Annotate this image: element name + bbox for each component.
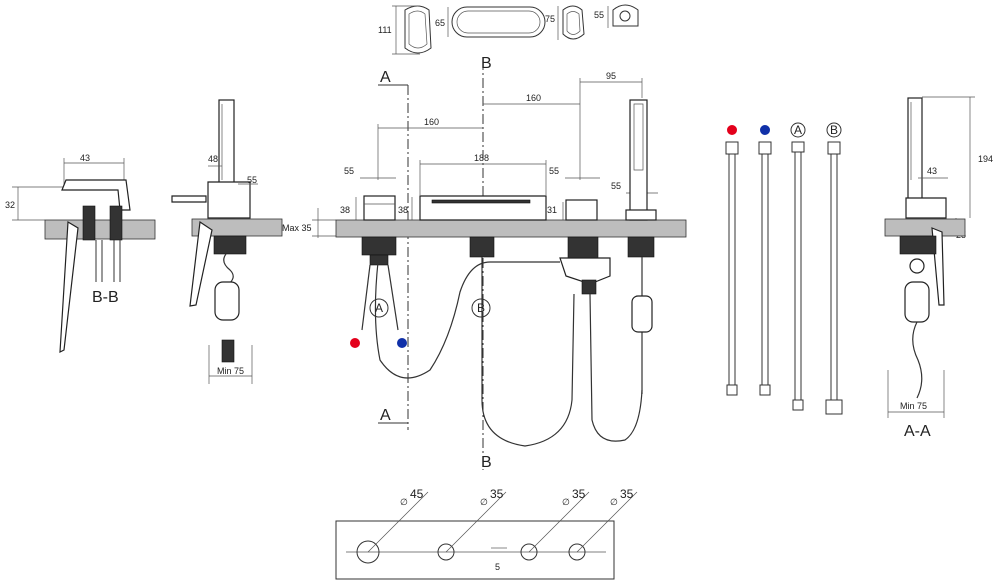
dim-55-top: 55: [594, 10, 604, 20]
hose-label-b: B: [830, 123, 838, 137]
dim-31: 31: [547, 205, 557, 215]
dim-55-hs: 55: [247, 175, 257, 185]
section-b-b-view: 43 32 B-B: [5, 153, 156, 354]
dim-38-left: 38: [340, 205, 350, 215]
dim-55-diverter: 55: [549, 166, 559, 176]
phi-symbol-3: ∅: [562, 497, 570, 507]
dim-48: 48: [208, 154, 218, 164]
dim-111: 111: [378, 25, 392, 35]
section-a-a-view: 194 43 25 Min 75 A-A: [884, 96, 993, 440]
dim-phi35-1: 35: [490, 487, 504, 501]
dim-194: 194: [978, 154, 993, 164]
hot-dot: [727, 125, 737, 135]
section-mark-b-top: B: [481, 55, 492, 72]
spout-top-view: 65: [435, 6, 546, 38]
supply-hoses-view: A B: [725, 122, 843, 415]
phi-symbol-1: ∅: [400, 497, 408, 507]
dim-43-bb: 43: [80, 153, 90, 163]
cold-dot: [760, 125, 770, 135]
dim-min75-right: Min 75: [900, 401, 927, 411]
section-mark-b-bottom: B: [481, 454, 492, 471]
dim-5: 5: [495, 562, 500, 572]
hand-shower-holder-view: 55: [594, 4, 639, 28]
dim-55-shower: 55: [611, 181, 621, 191]
hand-shower-side-view: 48 55 Min 75: [171, 99, 283, 384]
dim-55-left-tap: 55: [344, 166, 354, 176]
diverter-handle-view: 75: [545, 5, 585, 40]
phi-symbol-2: ∅: [480, 497, 488, 507]
dim-phi35-3: 35: [620, 487, 634, 501]
dim-phi35-2: 35: [572, 487, 586, 501]
dim-min75-left: Min 75: [217, 366, 244, 376]
section-mark-a-bottom: A: [380, 407, 391, 424]
dim-95: 95: [606, 71, 616, 81]
dim-65: 65: [435, 18, 445, 28]
section-mark-a-top: A: [380, 69, 391, 86]
dim-160-left: 160: [424, 117, 439, 127]
balloon-a: A: [375, 301, 383, 315]
dim-75: 75: [545, 14, 555, 24]
section-label-bb: B-B: [92, 289, 119, 306]
drilling-template-view: ∅ 45 ∅ 35 ∅ 35 ∅ 35 5: [335, 487, 638, 580]
dim-32: 32: [5, 200, 15, 210]
dim-160-right: 160: [526, 93, 541, 103]
main-front-view: A A B B 95 160 160 188 55 55 55 38: [282, 55, 687, 471]
section-label-aa: A-A: [904, 423, 931, 440]
cold-dot-main: [397, 338, 407, 348]
dim-phi45: 45: [410, 487, 424, 501]
dim-43-aa: 43: [927, 166, 937, 176]
dim-38-center: 38: [398, 205, 408, 215]
balloon-b: B: [477, 301, 485, 315]
handle-profile-view: 111: [378, 5, 432, 55]
hot-dot-main: [350, 338, 360, 348]
hose-label-a: A: [794, 123, 802, 137]
dim-188: 188: [474, 153, 489, 163]
phi-symbol-4: ∅: [610, 497, 618, 507]
dim-max35: Max 35: [282, 223, 312, 233]
